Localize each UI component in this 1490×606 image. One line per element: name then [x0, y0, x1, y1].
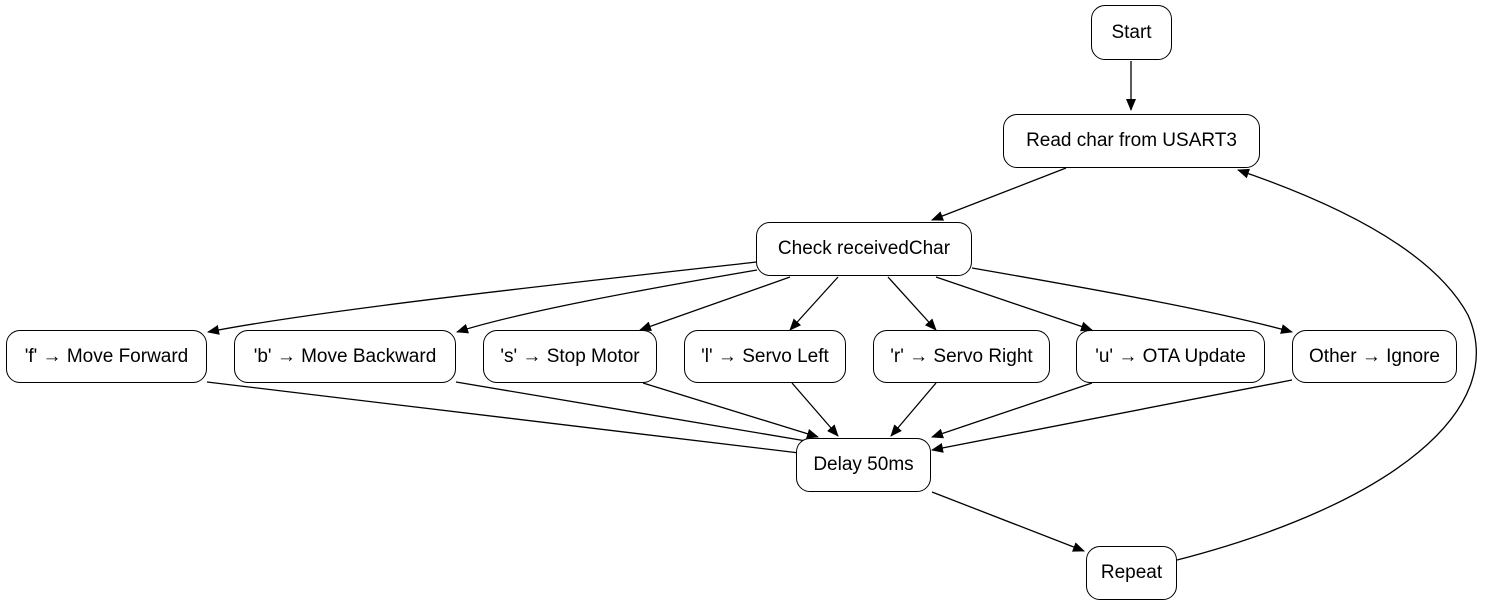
- node-move-forward: 'f' → Move Forward: [6, 330, 207, 383]
- edge-backward-delay: [455, 381, 819, 447]
- edge-forward-delay: [206, 381, 817, 459]
- node-read-char: Read char from USART3: [1003, 114, 1260, 168]
- node-delay: Delay 50ms: [796, 438, 931, 492]
- edge-left-delay: [791, 382, 839, 437]
- node-stop-motor: 's' → Stop Motor: [483, 330, 657, 383]
- node-move-backward: 'b' → Move Backward: [234, 330, 456, 383]
- edge-check-right: [887, 276, 937, 331]
- edge-check-left: [789, 276, 839, 331]
- edge-repeat-read: [1176, 168, 1477, 561]
- node-servo-right: 'r' → Servo Right: [873, 330, 1050, 383]
- edge-stop-delay: [642, 382, 819, 439]
- node-start: Start: [1091, 5, 1172, 60]
- edge-check-ota: [935, 276, 1093, 332]
- node-check-received-char: Check receivedChar: [756, 222, 972, 276]
- node-ota-update: 'u' → OTA Update: [1076, 330, 1265, 383]
- edge-check-stop: [639, 276, 791, 332]
- node-other-ignore: Other → Ignore: [1292, 330, 1457, 383]
- node-servo-left: 'l' → Servo Left: [684, 330, 846, 383]
- edge-check-other: [971, 267, 1293, 334]
- edge-right-delay: [890, 382, 937, 437]
- edge-delay-repeat: [931, 491, 1085, 552]
- edge-other-delay: [931, 379, 1293, 453]
- edge-check-backward: [456, 269, 758, 334]
- edge-ota-delay: [931, 382, 1093, 439]
- edge-check-forward: [207, 261, 758, 335]
- node-repeat: Repeat: [1086, 546, 1177, 600]
- edge-read-check: [931, 167, 1067, 221]
